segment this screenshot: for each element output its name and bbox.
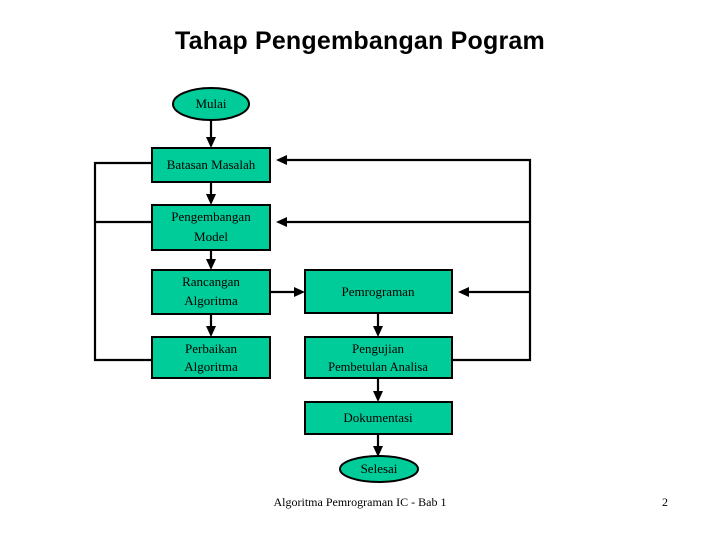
node-perbaikan-algoritma-label-line1: Perbaikan (185, 341, 237, 356)
edge-mulai-to-batasan (206, 119, 216, 148)
edge-pengembangan-to-rancangan (206, 250, 216, 270)
edge-feedback-right-loop (276, 155, 532, 362)
page-number: 2 (662, 495, 668, 509)
node-pengembangan-model-label-line1: Pengembangan (171, 209, 251, 224)
node-pengujian-pembetulan-analisa[interactable]: Pengujian Pembetulan Analisa (304, 336, 453, 379)
edge-dokumentasi-to-selesai (373, 434, 383, 457)
edge-rancangan-to-pemrograman (270, 287, 305, 297)
node-selesai-label: Selesai (361, 461, 398, 476)
node-pengembangan-model-label-line2: Model (194, 229, 228, 244)
node-pemrograman[interactable]: Pemrograman (304, 269, 453, 314)
edge-batasan-to-pengembangan (206, 182, 216, 205)
node-selesai[interactable]: Selesai (339, 455, 419, 483)
edge-pemrograman-to-pengujian (373, 313, 383, 337)
edge-rancangan-to-perbaikan (206, 314, 216, 337)
footer-note: Algoritma Pemrograman IC - Bab 1 (273, 495, 447, 509)
node-perbaikan-algoritma-label-line2: Algoritma (184, 359, 238, 374)
edge-feedback-left-loop (93, 158, 205, 362)
node-batasan-masalah[interactable]: Batasan Masalah (151, 147, 271, 183)
page-title: Tahap Pengembangan Pogram (175, 27, 545, 55)
node-dokumentasi-label: Dokumentasi (343, 410, 413, 425)
node-pengujian-label-line2: Pembetulan Analisa (328, 360, 428, 374)
node-perbaikan-algoritma[interactable]: Perbaikan Algoritma (151, 336, 271, 379)
node-pemrograman-label: Pemrograman (342, 284, 415, 299)
node-rancangan-algoritma[interactable]: Rancangan Algoritma (151, 269, 271, 315)
node-batasan-masalah-label: Batasan Masalah (167, 157, 256, 172)
edge-pengujian-to-dokumentasi (373, 378, 383, 402)
node-mulai[interactable]: Mulai (172, 87, 250, 121)
node-mulai-label: Mulai (195, 96, 226, 111)
node-dokumentasi[interactable]: Dokumentasi (304, 401, 453, 435)
node-pengembangan-model[interactable]: Pengembangan Model (151, 204, 271, 251)
node-rancangan-algoritma-label-line2: Algoritma (184, 293, 238, 308)
node-pengujian-label-line1: Pengujian (352, 341, 404, 356)
node-rancangan-algoritma-label-line1: Rancangan (182, 274, 240, 289)
